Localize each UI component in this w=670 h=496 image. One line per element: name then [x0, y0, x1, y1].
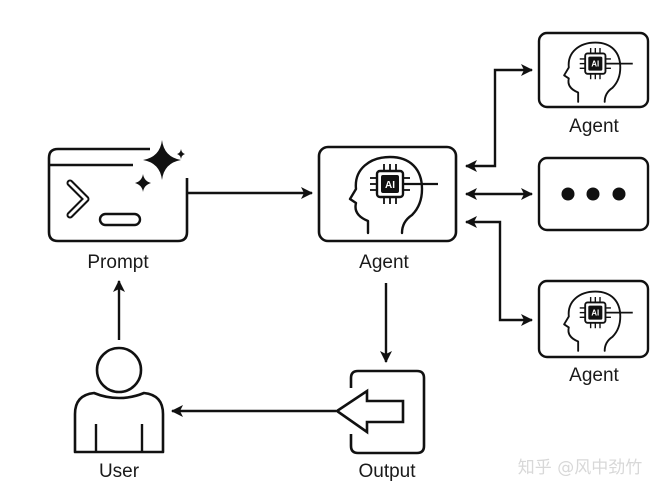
agent-main-label: Agent [359, 252, 409, 273]
user-head-icon [95, 346, 143, 394]
agent-main-node: Agent [317, 145, 458, 273]
edge-agent-to-agent-bottom [465, 216, 533, 326]
sparkle-icon [135, 140, 185, 192]
watermark: 知乎 @风中劲竹 [518, 458, 642, 478]
terminal-cursor-icon [98, 212, 142, 227]
user-body-icon [73, 391, 165, 454]
terminal-chevron-icon [66, 179, 90, 219]
agent-bottom-label: Agent [569, 365, 619, 386]
output-node: Output [334, 369, 426, 482]
prompt-window-frame [47, 147, 189, 243]
edge-agent-to-agent-top [465, 64, 533, 172]
agent-top-label: Agent [569, 116, 619, 137]
output-arrow-icon [334, 388, 405, 435]
agent-top-node: Agent [537, 31, 650, 137]
ellipsis-icon [561, 187, 626, 201]
output-frame [349, 369, 426, 455]
user-label: User [99, 461, 140, 482]
user-node: User [73, 346, 165, 482]
more-agents-node [537, 156, 650, 232]
agent-bottom-node: Agent [537, 279, 650, 386]
output-label: Output [358, 461, 416, 482]
prompt-node: Prompt [47, 140, 189, 273]
prompt-label: Prompt [87, 252, 149, 273]
